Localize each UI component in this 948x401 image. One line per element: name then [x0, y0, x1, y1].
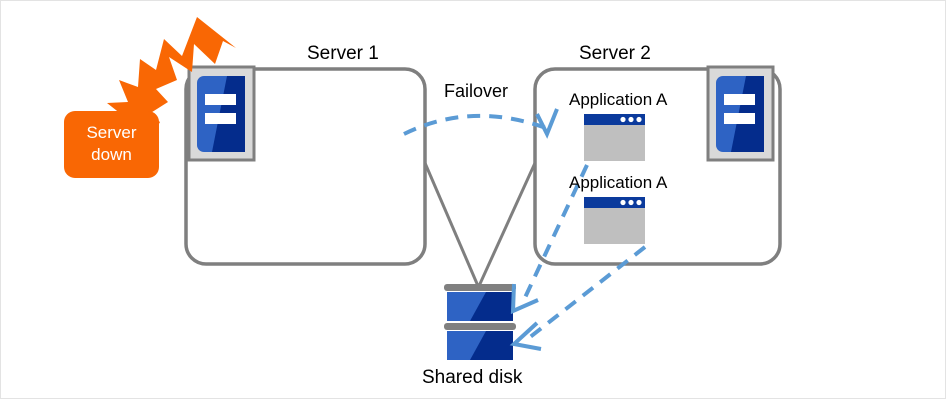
app2-to-disk-arrow: [509, 245, 647, 351]
server2-disk-connector: [477, 162, 537, 287]
application-label-1: Application A: [569, 90, 668, 109]
server2-machine-icon: [706, 65, 775, 162]
server1-machine-icon: [187, 65, 256, 162]
application-label-2: Application A: [569, 173, 668, 192]
application-window-icon-1: [584, 114, 645, 161]
server1-title: Server 1: [307, 43, 379, 64]
server1-disk-connector: [423, 162, 480, 287]
application-window-icon-2: [584, 197, 645, 244]
failover-arrow: [403, 108, 559, 139]
shared-disk-label: Shared disk: [422, 367, 523, 388]
server-down-text: Server down: [86, 123, 137, 164]
server-down-callout-box: [64, 111, 159, 178]
shared-disk-icon: [444, 284, 516, 360]
server2-title: Server 2: [579, 43, 651, 64]
app1-to-disk-arrow: [510, 164, 589, 315]
failover-label: Failover: [444, 81, 509, 101]
